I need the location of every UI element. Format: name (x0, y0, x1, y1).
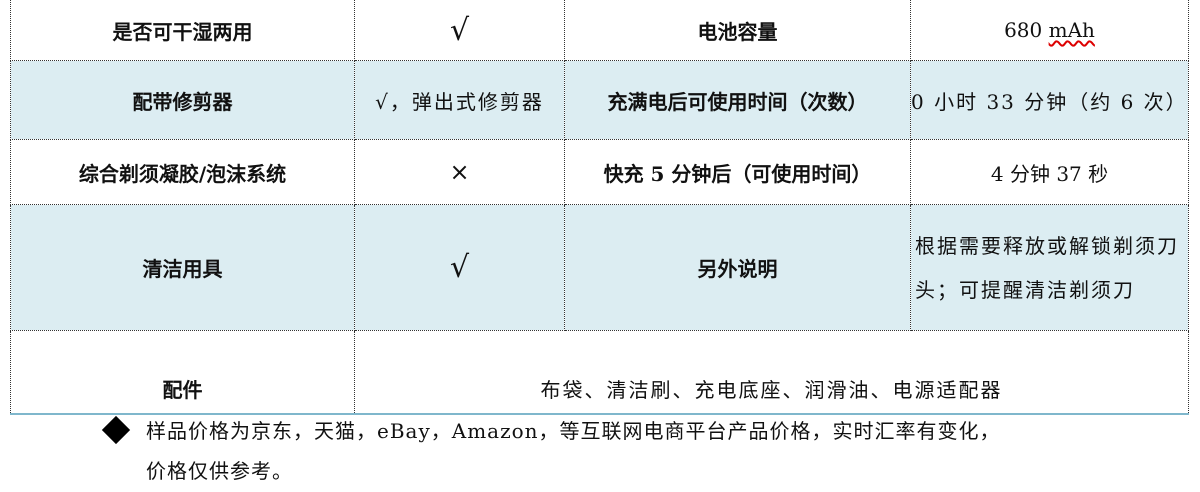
check-mark-icon: √ (354, 0, 565, 61)
diamond-bullet-icon (101, 415, 131, 445)
check-mark-icon: √ (354, 204, 565, 331)
value-runtime: 0 小时 33 分钟（约 6 次） (910, 60, 1189, 140)
label-trimmer: 配带修剪器 (10, 60, 355, 140)
value-battery-capacity: 680 mAh (910, 0, 1189, 61)
label-cleaning-tools: 清洁用具 (10, 204, 355, 331)
label-gel-foam: 综合剃须凝胶/泡沫系统 (10, 139, 355, 205)
spec-table: 是否可干湿两用 √ 电池容量 680 mAh 配带修剪器 √，弹出式修剪器 充满… (10, 0, 1189, 415)
table-row: 综合剃须凝胶/泡沫系统 × 快充 5 分钟后（可使用时间） 4 分钟 37 秒 (10, 139, 1189, 205)
label-runtime: 充满电后可使用时间（次数） (564, 60, 911, 140)
label-accessories: 配件 (10, 330, 355, 415)
label-wet-dry: 是否可干湿两用 (10, 0, 355, 61)
label-battery-capacity: 电池容量 (564, 0, 911, 61)
label-quick-charge: 快充 5 分钟后（可使用时间） (564, 139, 911, 205)
table-row: 配带修剪器 √，弹出式修剪器 充满电后可使用时间（次数） 0 小时 33 分钟（… (10, 60, 1189, 140)
table-row: 是否可干湿两用 √ 电池容量 680 mAh (10, 0, 1189, 61)
value-extra-notes: 根据需要释放或解锁剃须刀头；可提醒清洁剃须刀 (910, 204, 1189, 331)
value-accessories: 布袋、清洁刷、充电底座、润滑油、电源适配器 (354, 330, 1189, 415)
price-note-line2: 价格仅供参考。 (146, 459, 293, 483)
cross-mark-icon: × (354, 139, 565, 205)
label-extra-notes: 另外说明 (564, 204, 911, 331)
spellcheck-word: mAh (1048, 18, 1095, 42)
value-trimmer: √，弹出式修剪器 (354, 60, 565, 140)
table-row: 配件 布袋、清洁刷、充电底座、润滑油、电源适配器 (10, 330, 1189, 415)
value-quick-charge: 4 分钟 37 秒 (910, 139, 1189, 205)
table-row: 清洁用具 √ 另外说明 根据需要释放或解锁剃须刀头；可提醒清洁剃须刀 (10, 204, 1189, 331)
price-note-line1: 样品价格为京东，天猫，eBay，Amazon，等互联网电商平台产品价格，实时汇率… (146, 419, 1001, 443)
